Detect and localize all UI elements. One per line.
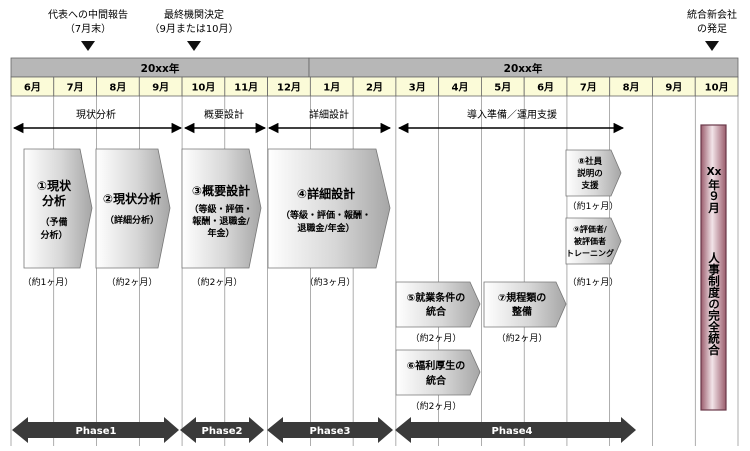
task-duration: （約3ヶ月） bbox=[305, 276, 356, 288]
task-regulations: ⑦規程類の 整備 （約2ヶ月） bbox=[483, 281, 567, 344]
month-label: 8月 bbox=[109, 82, 126, 94]
milestone-title: 最終機関決定 bbox=[164, 8, 224, 21]
month-label: 9月 bbox=[152, 82, 169, 94]
svg-text:⑧社員: ⑧社員 bbox=[578, 156, 603, 167]
phase-label: Phase2 bbox=[202, 426, 243, 437]
task-evaluator-training: ⑨評価者/ 被評価者 トレーニング （約1ヶ月） bbox=[565, 217, 622, 288]
month-label: 6月 bbox=[24, 82, 41, 94]
milestone-marker-icon bbox=[81, 41, 95, 51]
svg-text:（予備: （予備 bbox=[40, 216, 67, 228]
month-label: 4月 bbox=[452, 82, 469, 94]
task-duration: （約1ヶ月） bbox=[568, 200, 619, 212]
task-duration: （約2ヶ月） bbox=[411, 400, 462, 412]
svg-text:⑥福利厚生の: ⑥福利厚生の bbox=[407, 359, 465, 372]
svg-text:説明の: 説明の bbox=[577, 168, 603, 179]
phase-label: Phase1 bbox=[76, 426, 117, 437]
milestone-marker-icon bbox=[187, 41, 201, 51]
month-label: 11月 bbox=[234, 82, 258, 94]
task-outline-design: ③概要設計 （等級・評価・ 報酬・退職金/ 年金） （約2ヶ月） bbox=[181, 148, 262, 288]
task-current-analysis-preliminary: ①現状 分析 （予備 分析） （約1ヶ月） bbox=[23, 148, 93, 288]
task-detailed-design: ④詳細設計 （等級・評価・報酬・ 退職金/年金） （約3ヶ月） bbox=[267, 148, 391, 288]
task-duration: （約2ヶ月） bbox=[107, 276, 158, 288]
month-label: 1月 bbox=[323, 82, 340, 94]
task-duration: （約1ヶ月） bbox=[568, 276, 619, 288]
month-label: 10月 bbox=[705, 82, 729, 94]
task-duration: （約2ヶ月） bbox=[411, 332, 462, 344]
svg-text:統合: 統合 bbox=[426, 305, 447, 318]
month-label: 6月 bbox=[537, 82, 554, 94]
svg-text:整備: 整備 bbox=[511, 305, 532, 318]
milestone-sub: （7月末） bbox=[65, 22, 111, 35]
svg-text:①現状: ①現状 bbox=[37, 178, 72, 193]
task-working-conditions: ⑤就業条件の 統合 （約2ヶ月） bbox=[395, 281, 481, 344]
month-label: 3月 bbox=[409, 82, 426, 94]
task-welfare: ⑥福利厚生の 統合 （約2ヶ月） bbox=[395, 349, 481, 412]
svg-text:（詳細分析）: （詳細分析） bbox=[105, 214, 159, 226]
milestone-title: 統合新会社 bbox=[687, 8, 737, 21]
svg-text:⑦規程類の: ⑦規程類の bbox=[498, 291, 546, 304]
phase-range-arrows: 現状分析 概要設計 詳細設計 導入準備／運用支援 bbox=[12, 108, 625, 134]
svg-text:分析: 分析 bbox=[42, 193, 66, 208]
svg-text:③概要設計: ③概要設計 bbox=[192, 183, 250, 198]
month-label: 10月 bbox=[191, 82, 215, 94]
svg-text:退職金/年金）: 退職金/年金） bbox=[297, 222, 354, 234]
svg-text:⑨評価者/: ⑨評価者/ bbox=[573, 224, 607, 234]
month-cell bbox=[694, 76, 739, 97]
range-label-implementation: 導入準備／運用支援 bbox=[467, 108, 557, 121]
month-label: 7月 bbox=[67, 82, 84, 94]
month-label: 2月 bbox=[366, 82, 383, 94]
year-label: 20xx年 bbox=[141, 62, 180, 75]
month-label: 9月 bbox=[665, 82, 682, 94]
task-current-analysis-detailed: ②現状分析 （詳細分析） （約2ヶ月） bbox=[95, 148, 171, 288]
milestone-final-decision: 最終機関決定 （9月または10月） bbox=[149, 8, 239, 51]
milestone-sub: の発足 bbox=[697, 22, 727, 35]
year-label: 20xx年 bbox=[504, 62, 543, 75]
svg-text:支援: 支援 bbox=[580, 180, 599, 191]
month-label: 5月 bbox=[494, 82, 511, 94]
milestone-title: 代表への中間報告 bbox=[48, 8, 128, 21]
year-row: 20xx年 20xx年 bbox=[10, 57, 739, 78]
milestone-sub: （9月または10月） bbox=[149, 23, 238, 35]
task-duration: （約2ヶ月） bbox=[192, 276, 243, 288]
svg-text:⑤就業条件の: ⑤就業条件の bbox=[407, 291, 465, 304]
final-label-text: 人事制度の完全統合 bbox=[707, 251, 721, 356]
svg-text:被評価者: 被評価者 bbox=[574, 236, 606, 246]
svg-text:④詳細設計: ④詳細設計 bbox=[297, 186, 355, 201]
task-duration: （約1ヶ月） bbox=[23, 276, 74, 288]
svg-text:トレーニング: トレーニング bbox=[566, 248, 614, 258]
svg-text:年金）: 年金） bbox=[207, 227, 234, 239]
final-label-year: Xx bbox=[707, 166, 722, 178]
milestone-marker-icon bbox=[705, 41, 719, 51]
final-integration-box: Xx 年９月 人事制度の完全統合 bbox=[700, 124, 727, 411]
phase-label: Phase4 bbox=[492, 426, 533, 437]
phase-arrows: Phase1 Phase2 Phase3 Phase4 bbox=[12, 417, 636, 443]
milestone-interim-report: 代表への中間報告 （7月末） bbox=[48, 8, 128, 51]
month-label: 7月 bbox=[580, 82, 597, 94]
phase-label: Phase3 bbox=[310, 426, 351, 437]
svg-text:報酬・退職金/: 報酬・退職金/ bbox=[192, 215, 250, 227]
svg-text:分析）: 分析） bbox=[40, 229, 67, 241]
month-row: 6月 7月 8月 9月 10月 11月 12月 1月 2月 3月 4月 5月 6月 7月 8月 9月 10月 bbox=[10, 76, 739, 97]
task-employee-briefing: ⑧社員 説明の 支援 （約1ヶ月） bbox=[565, 149, 622, 212]
month-label: 12月 bbox=[277, 82, 301, 94]
range-label-outline-design: 概要設計 bbox=[204, 108, 244, 121]
month-label: 8月 bbox=[623, 82, 640, 94]
task-duration: （約2ヶ月） bbox=[497, 332, 548, 344]
svg-text:統合: 統合 bbox=[426, 374, 447, 387]
month-gridlines bbox=[10, 96, 739, 446]
svg-text:②現状分析: ②現状分析 bbox=[103, 191, 161, 206]
svg-text:（等級・評価・報酬・: （等級・評価・報酬・ bbox=[281, 209, 371, 221]
final-label-month: 年９月 bbox=[707, 178, 721, 214]
range-label-analysis: 現状分析 bbox=[76, 108, 116, 121]
range-label-detailed-design: 詳細設計 bbox=[309, 108, 349, 121]
milestone-new-company: 統合新会社 の発足 bbox=[687, 8, 737, 51]
svg-text:（等級・評価・: （等級・評価・ bbox=[189, 203, 252, 215]
